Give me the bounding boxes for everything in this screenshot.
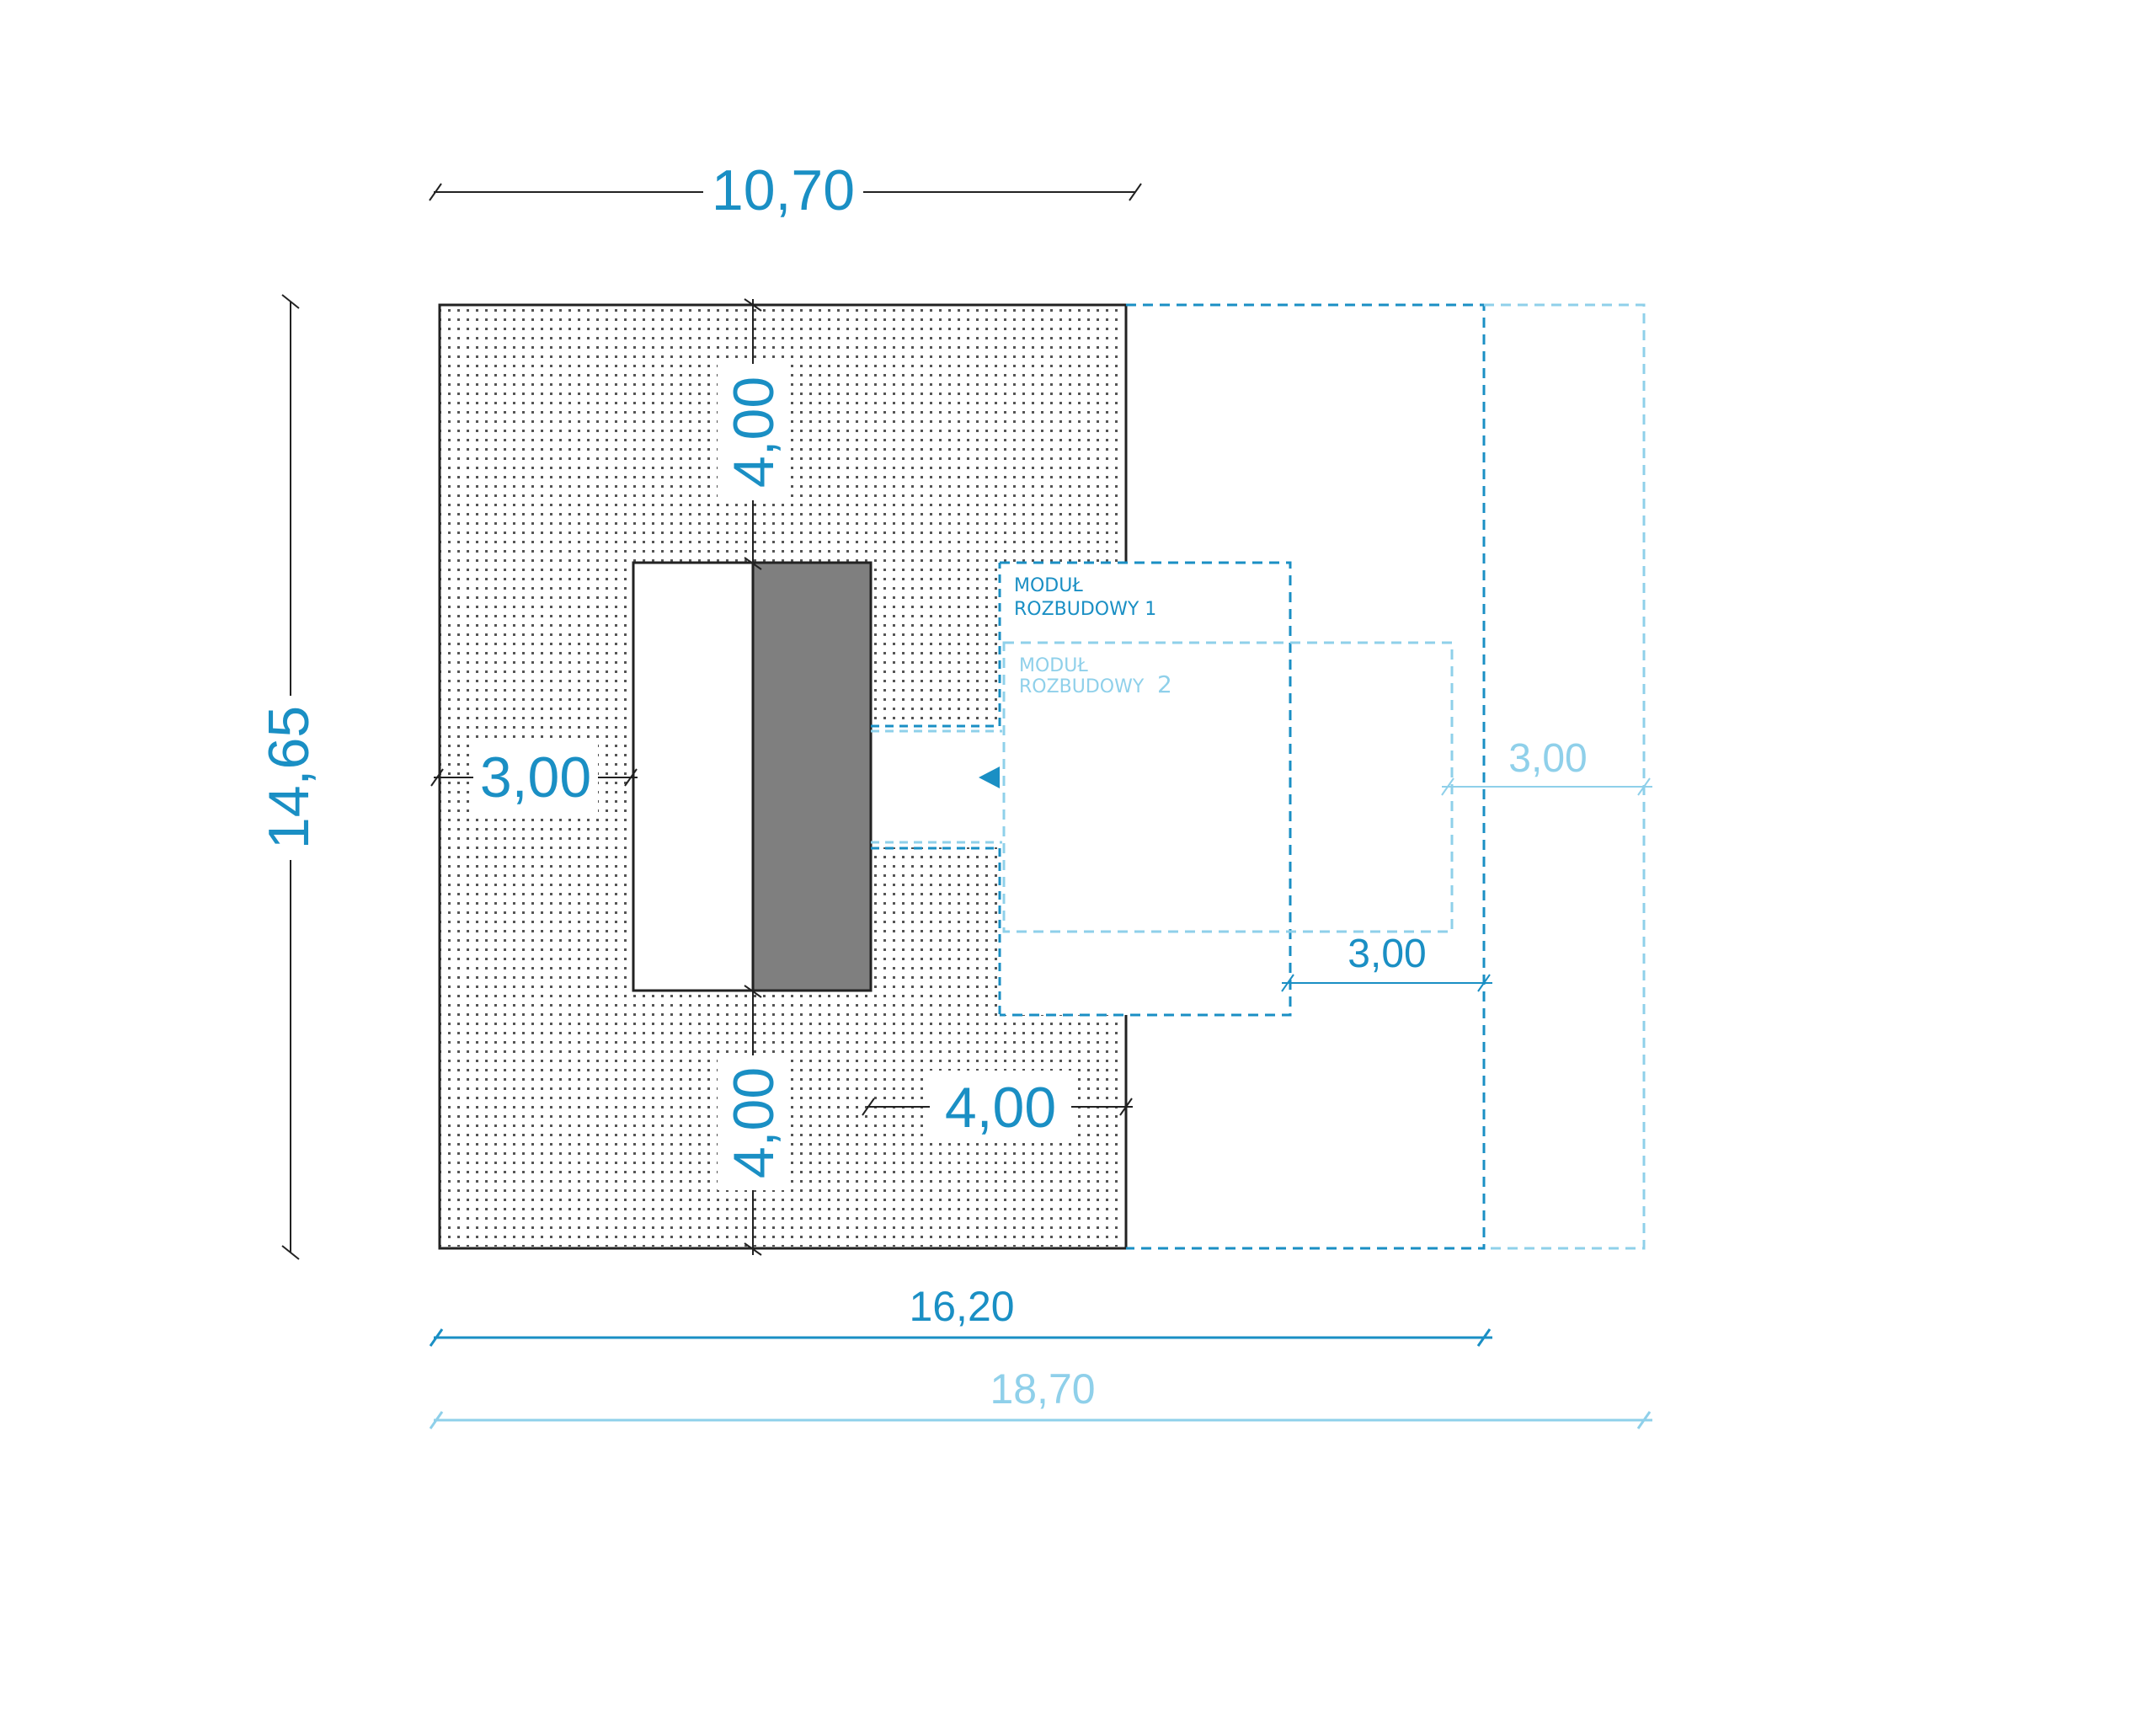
dim-total-height-label: 14,65 xyxy=(257,706,321,849)
dim-total-width-module-2 xyxy=(429,1411,1652,1429)
dim-module-extension-2-label: 3,00 xyxy=(1508,736,1587,781)
dim-total-width-module-1-label: 16,20 xyxy=(909,1283,1014,1330)
module-2-label-line1: MODUŁ xyxy=(1019,655,1088,676)
module-1-clear xyxy=(1000,563,1290,1014)
dim-module-extension-2 xyxy=(1441,777,1652,796)
module-2-outer-outline xyxy=(1484,303,1646,1250)
dim-module-extension-1-label: 3,00 xyxy=(1348,932,1426,976)
module-1-outer-outline xyxy=(1126,303,1486,1250)
dim-bottom-offset-label: 4,00 xyxy=(722,1067,786,1178)
module-1-label-line1: MODUŁ xyxy=(1014,575,1083,596)
dim-tick-bottom xyxy=(744,1242,762,1256)
dim-tick-right xyxy=(624,768,638,787)
corridor-dashes xyxy=(871,729,1002,844)
core xyxy=(632,561,873,992)
dim-right-offset-label: 4,00 xyxy=(945,1076,1056,1140)
corridor-clear xyxy=(871,731,1000,847)
dim-left-offset-label-bg xyxy=(473,743,598,814)
dim-tick-right xyxy=(1477,974,1491,992)
dim-tick-right xyxy=(1476,1328,1492,1347)
core-white-part xyxy=(632,561,755,992)
entrance-arrow-icon xyxy=(979,767,1000,788)
dim-total-width-base-label: 10,70 xyxy=(712,158,855,222)
dim-bottom-offset-label-bg xyxy=(718,1055,788,1190)
dim-tick-right xyxy=(1637,777,1651,796)
dim-tick-right xyxy=(1119,1098,1133,1116)
dim-tick-bottom xyxy=(281,1245,300,1260)
corridor-dashes-dark xyxy=(871,563,1001,1015)
dim-tick-left xyxy=(429,1328,444,1347)
dim-total-width-module-1 xyxy=(429,1328,1492,1347)
corridor-dash-top xyxy=(871,563,1001,728)
dim-tick-bottom xyxy=(744,557,762,570)
dim-tick-left xyxy=(1441,777,1454,796)
dim-top-offset-label-bg xyxy=(718,364,788,500)
corridor-top-clear xyxy=(871,726,1000,731)
dim-tick-left xyxy=(429,1411,444,1429)
dim-tick-left xyxy=(430,768,444,787)
module-2-label-line2: ROZBUDOWY xyxy=(1019,676,1145,697)
dim-tick-right xyxy=(1129,183,1142,201)
dim-tick-top xyxy=(744,985,762,998)
module-1-label-line2: ROZBUDOWY 1 xyxy=(1014,599,1156,620)
module-2-label-number: 2 xyxy=(1157,670,1172,698)
base-building-dots-lower-right xyxy=(871,848,1000,1018)
core-gray-part xyxy=(751,561,873,992)
dim-total-width-module-2-label: 18,70 xyxy=(990,1365,1095,1413)
dim-tick-top xyxy=(744,298,762,312)
dim-left-offset-label: 3,00 xyxy=(480,745,591,809)
dim-right-offset-label-bg xyxy=(930,1071,1071,1143)
dim-total-height xyxy=(281,294,300,1260)
dim-tick-top xyxy=(281,294,300,309)
dim-tick-right xyxy=(1636,1411,1652,1429)
corridor-dash-bottom xyxy=(871,847,1001,1015)
dim-tick-left xyxy=(1281,974,1294,992)
dim-tick-left xyxy=(862,1098,875,1116)
dim-total-width-base xyxy=(429,183,1142,201)
dim-top-offset-label: 4,00 xyxy=(722,377,786,488)
dim-tick-left xyxy=(429,183,442,201)
module-1 xyxy=(1000,303,1486,1250)
dim-module-extension-1 xyxy=(1281,974,1492,992)
